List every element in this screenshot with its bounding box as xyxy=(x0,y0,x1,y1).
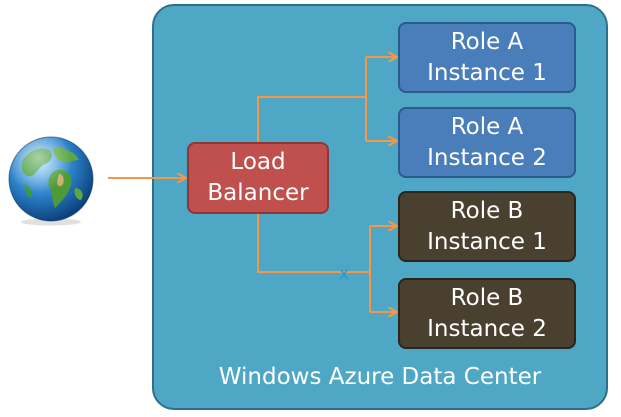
instance-role-label: Role B xyxy=(450,284,524,311)
instance-number-label: Instance 1 xyxy=(427,228,547,255)
instance-number-label: Instance 2 xyxy=(427,315,547,342)
connector-to-role-b xyxy=(257,214,370,273)
instance-number-label: Instance 1 xyxy=(427,59,547,86)
globe-icon xyxy=(8,136,94,226)
blocked-marker: x xyxy=(339,264,349,284)
load-balancer-label-line-2: Balancer xyxy=(207,180,309,206)
load-balancer-label-line-1: Load xyxy=(230,149,286,175)
role-b-instance-1: Role B Instance 1 xyxy=(398,191,576,262)
role-a-instance-2: Role A Instance 2 xyxy=(398,107,576,178)
role-b-instance-2: Role B Instance 2 xyxy=(398,278,576,349)
load-balancer: Load Balancer xyxy=(187,142,329,214)
connector-to-role-a xyxy=(257,96,366,142)
instance-role-label: Role A xyxy=(450,113,524,140)
instance-role-label: Role A xyxy=(450,28,524,55)
datacenter-label: Windows Azure Data Center xyxy=(218,364,542,390)
instance-number-label: Instance 2 xyxy=(427,144,547,171)
role-a-instance-1: Role A Instance 1 xyxy=(398,22,576,93)
instance-role-label: Role B xyxy=(450,197,524,224)
